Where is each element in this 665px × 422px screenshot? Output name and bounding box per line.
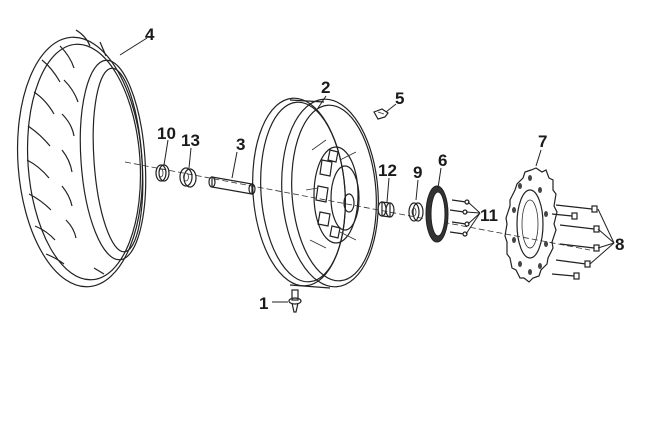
callout-10: 10: [157, 124, 176, 143]
bearing-right: [408, 202, 424, 222]
ring-bolts: [449, 199, 470, 237]
callout-9: 9: [413, 163, 422, 182]
callout-2: 2: [321, 78, 330, 97]
callout-8: 8: [615, 235, 624, 254]
callout-1: 1: [259, 294, 268, 313]
axle-spacer: [208, 176, 256, 195]
callout-12: 12: [378, 161, 397, 180]
callout-6: 6: [438, 151, 447, 170]
callout-4: 4: [145, 25, 155, 44]
callout-5: 5: [395, 89, 404, 108]
valve-stem: [288, 289, 302, 313]
brake-disc: [504, 167, 558, 283]
disc-bolts: [551, 204, 600, 280]
callout-11: 11: [480, 206, 498, 225]
leader-lines: [119, 37, 615, 303]
adapter-ring: [425, 185, 449, 243]
tire: [16, 29, 147, 288]
rim: [252, 97, 379, 289]
spacer-collar: [377, 201, 395, 218]
callout-13: 13: [181, 131, 200, 150]
callout-7: 7: [538, 132, 547, 151]
callout-3: 3: [236, 135, 245, 154]
clip: [373, 108, 389, 120]
bearing-left: [155, 164, 170, 182]
inner-bearing: [179, 167, 197, 188]
